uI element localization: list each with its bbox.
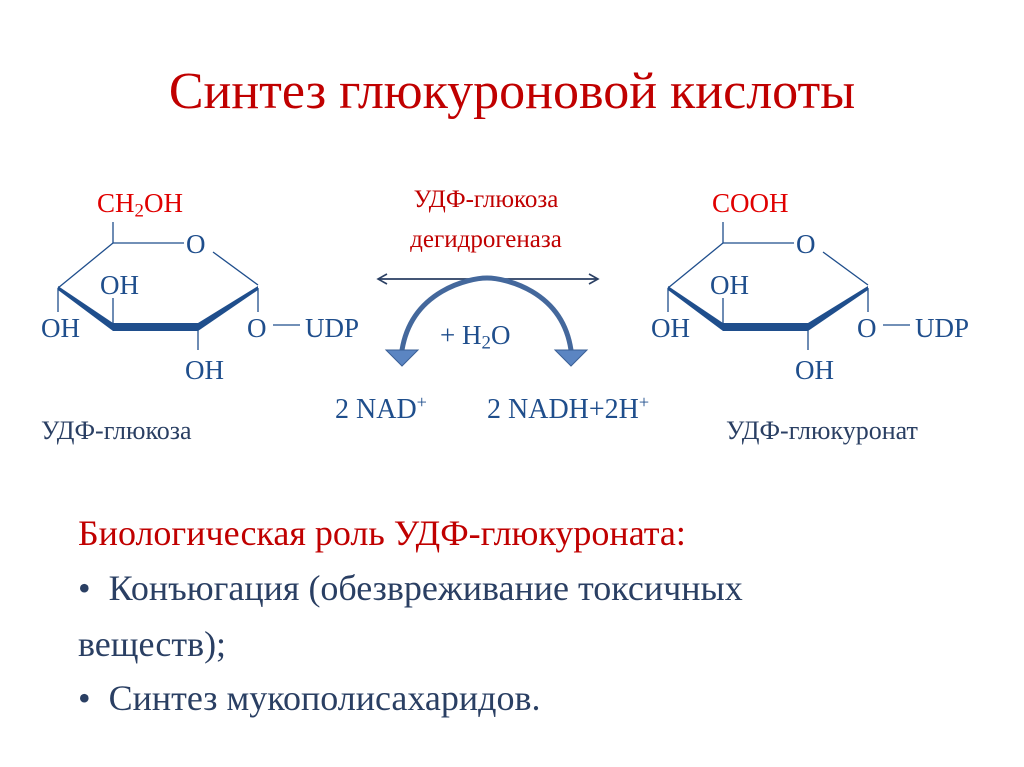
anomeric-oxygen-label: O [247, 313, 267, 343]
water-label: + H2O [440, 320, 511, 354]
c4-hydroxyl-label: OH [651, 313, 690, 343]
glucuronate-ring [667, 222, 910, 350]
ch2oh-group: CH2OH [97, 188, 183, 222]
bullet: • [78, 568, 91, 608]
substrate-name: УДФ-глюкоза [41, 416, 192, 445]
enzyme-name-line1: УДФ-глюкоза [413, 186, 559, 213]
c4-hydroxyl-label: OH [41, 313, 80, 343]
role-heading: Биологическая роль УДФ-глюкуроната: [78, 513, 686, 553]
c3-hydroxyl-label: OH [710, 270, 749, 300]
nad-plus-label: 2 NAD+ [335, 392, 427, 425]
role-item-conjugation: • Конъюгация (обезвреживание токсичных [78, 568, 743, 608]
bullet: • [78, 678, 91, 718]
role-item-mucopolysaccharides: • Синтез мукополисахаридов. [78, 678, 541, 718]
page-title: Синтез глюкуроновой кислоты [168, 63, 856, 120]
udp-label: UDP [915, 313, 970, 343]
enzyme-name-line2: дегидрогеназа [410, 226, 562, 253]
udp-label: UDP [305, 313, 360, 343]
cofactor-curved-arrow [384, 275, 589, 367]
c2-hydroxyl-label: OH [185, 355, 224, 385]
c2-hydroxyl-label: OH [795, 355, 834, 385]
product-name: УДФ-глюкуронат [726, 416, 918, 445]
cooh-group: COOH [712, 188, 789, 218]
glucose-ring [57, 222, 300, 350]
ring-oxygen-label: O [796, 229, 816, 259]
nadh-label: 2 NADH+2H+ [487, 392, 650, 425]
anomeric-oxygen-label: O [857, 313, 877, 343]
role-item-conjugation-cont: веществ); [78, 624, 227, 664]
c3-hydroxyl-label: OH [100, 270, 139, 300]
ring-oxygen-label: O [186, 229, 206, 259]
